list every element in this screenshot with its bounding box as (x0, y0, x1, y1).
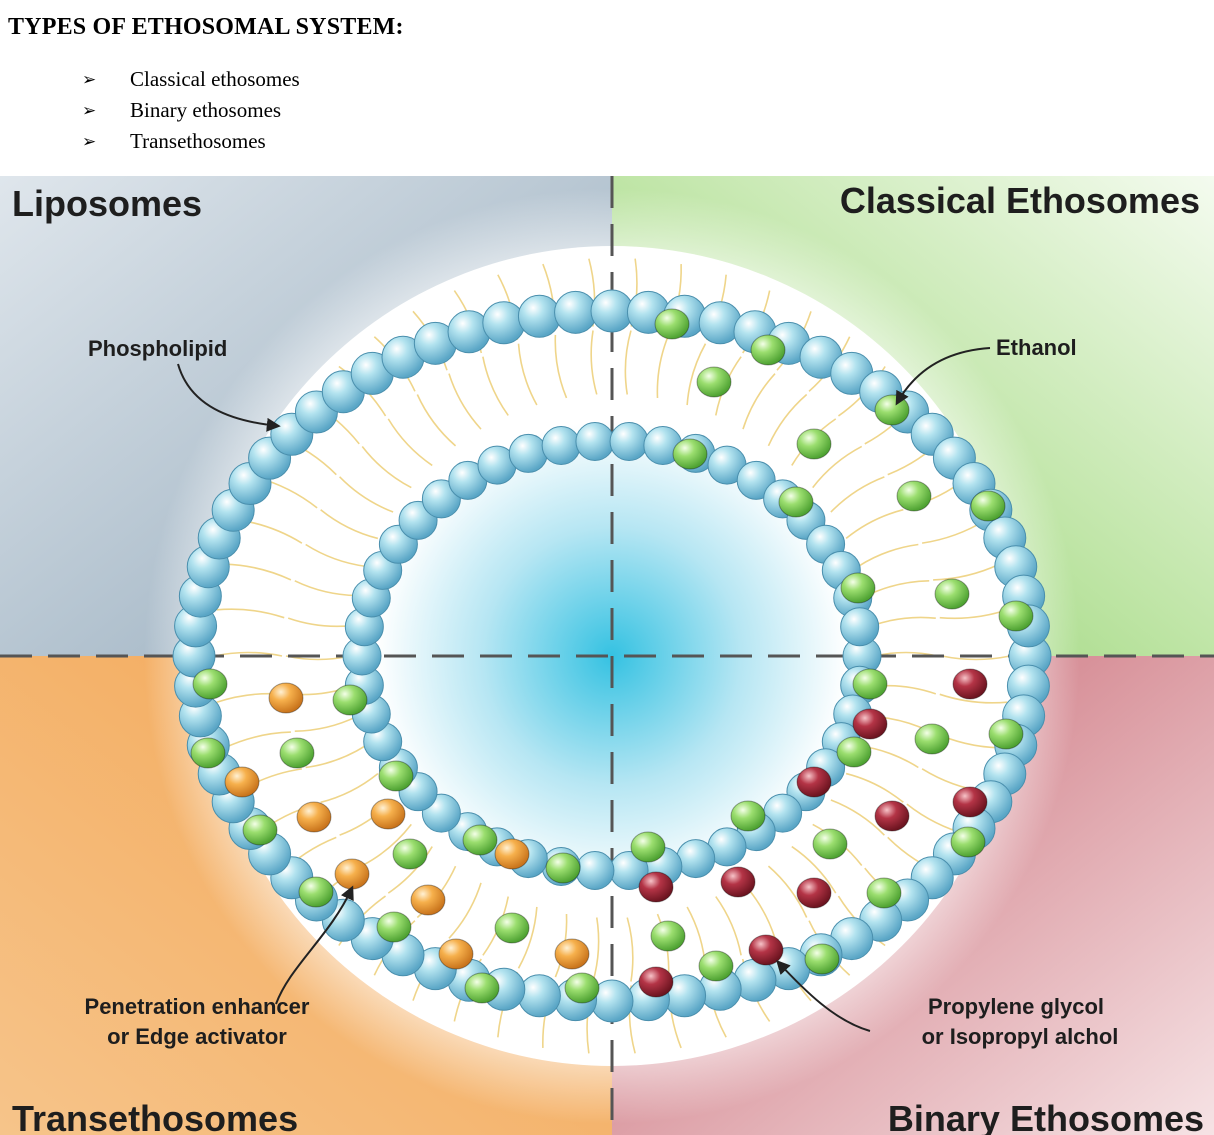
ethanol-molecule (805, 944, 839, 974)
ethanol-molecule (989, 719, 1023, 749)
list-item: ➢ Binary ethosomes (82, 95, 300, 126)
ethanol-molecule (915, 724, 949, 754)
propylene-glycol-molecule (797, 767, 831, 797)
ethanol-molecule (495, 913, 529, 943)
arrow-bullet-icon: ➢ (82, 132, 130, 152)
ethanol-molecule (193, 669, 227, 699)
ethanol-molecule (751, 335, 785, 365)
ethanol-molecule (867, 878, 901, 908)
ethosome-diagram-svg: Liposomes Classical Ethosomes Transethos… (0, 176, 1214, 1135)
ethanol-molecule (565, 973, 599, 1003)
propylene-glycol-molecule (797, 878, 831, 908)
ethanol-molecule (299, 877, 333, 907)
phospholipid-head (591, 290, 633, 332)
list-item-text: Classical ethosomes (130, 67, 300, 92)
liposomes-label: Liposomes (12, 183, 202, 224)
ethanol-molecule (813, 829, 847, 859)
ethanol-molecule (379, 761, 413, 791)
ethanol-molecule (651, 921, 685, 951)
penetration-enhancer-molecule (495, 839, 529, 869)
ethanol-molecule (280, 738, 314, 768)
penetration-enhancer-molecule (555, 939, 589, 969)
ethanol-molecule (393, 839, 427, 869)
ethanol-molecule (935, 579, 969, 609)
binary-ethosomes-label: Binary Ethosomes (888, 1098, 1204, 1135)
ethanol-molecule (631, 832, 665, 862)
list-item-text: Transethosomes (130, 129, 266, 154)
arrow-bullet-icon: ➢ (82, 101, 130, 121)
phospholipid-head (555, 291, 597, 333)
phospholipid-head (841, 608, 879, 646)
phospholipid-head (518, 975, 560, 1017)
penetration-enhancer-molecule (371, 799, 405, 829)
phospholipid-head (509, 434, 547, 472)
ethanol-molecule (731, 801, 765, 831)
ethanol-molecule (853, 669, 887, 699)
ethanol-molecule (463, 825, 497, 855)
ethanol-molecule (797, 429, 831, 459)
transethosomes-label: Transethosomes (12, 1098, 298, 1135)
ethosome-diagram: Liposomes Classical Ethosomes Transethos… (0, 176, 1214, 1135)
ethanol-molecule (875, 395, 909, 425)
document-header: TYPES OF ETHOSOMAL SYSTEM: ➢ Classical e… (0, 0, 1214, 176)
ethanol-molecule (837, 737, 871, 767)
propylene-glycol-molecule (953, 787, 987, 817)
ethanol-molecule (243, 815, 277, 845)
ethanol-molecule (897, 481, 931, 511)
ethanol-molecule (779, 487, 813, 517)
ethanol-molecule (333, 685, 367, 715)
ethanol-molecule (951, 827, 985, 857)
penetration-enhancer-molecule (411, 885, 445, 915)
ethanol-label: Ethanol (996, 335, 1077, 360)
phospholipid-head (542, 426, 580, 464)
propylene-glycol-molecule (875, 801, 909, 831)
penetration-enhancer-molecule (439, 939, 473, 969)
phospholipid-head (677, 840, 715, 878)
ethanol-molecule (377, 912, 411, 942)
propylene-glycol-molecule (953, 669, 987, 699)
phospholipid-head (483, 302, 525, 344)
ethanol-molecule (971, 491, 1005, 521)
phospholipid-head (610, 423, 648, 461)
ethanol-molecule (699, 951, 733, 981)
propylene-glycol-molecule (639, 872, 673, 902)
types-list: ➢ Classical ethosomes ➢ Binary ethosomes… (82, 64, 300, 157)
penetration-enhancer-label-line2: or Edge activator (107, 1024, 287, 1049)
phospholipid-head (576, 851, 614, 889)
ethanol-molecule (546, 853, 580, 883)
ethanol-molecule (999, 601, 1033, 631)
phospholipid-head (576, 423, 614, 461)
propylene-glycol-molecule (749, 935, 783, 965)
propylene-glycol-label-line1: Propylene glycol (928, 994, 1104, 1019)
ethanol-molecule (191, 738, 225, 768)
penetration-enhancer-label-line1: Penetration enhancer (85, 994, 310, 1019)
classical-ethosomes-label: Classical Ethosomes (840, 180, 1200, 221)
propylene-glycol-label-line2: or Isopropyl alchol (922, 1024, 1119, 1049)
phospholipid-label: Phospholipid (88, 336, 227, 361)
arrow-bullet-icon: ➢ (82, 70, 130, 90)
penetration-enhancer-molecule (269, 683, 303, 713)
ethanol-molecule (697, 367, 731, 397)
penetration-enhancer-molecule (335, 859, 369, 889)
ethanol-molecule (841, 573, 875, 603)
penetration-enhancer-molecule (297, 802, 331, 832)
propylene-glycol-molecule (639, 967, 673, 997)
list-item: ➢ Transethosomes (82, 126, 300, 157)
list-item-text: Binary ethosomes (130, 98, 281, 123)
ethanol-molecule (465, 973, 499, 1003)
propylene-glycol-molecule (853, 709, 887, 739)
phospholipid-head (518, 295, 560, 337)
propylene-glycol-molecule (721, 867, 755, 897)
list-item: ➢ Classical ethosomes (82, 64, 300, 95)
section-heading: TYPES OF ETHOSOMAL SYSTEM: (8, 14, 404, 41)
ethanol-molecule (673, 439, 707, 469)
ethanol-molecule (655, 309, 689, 339)
penetration-enhancer-molecule (225, 767, 259, 797)
